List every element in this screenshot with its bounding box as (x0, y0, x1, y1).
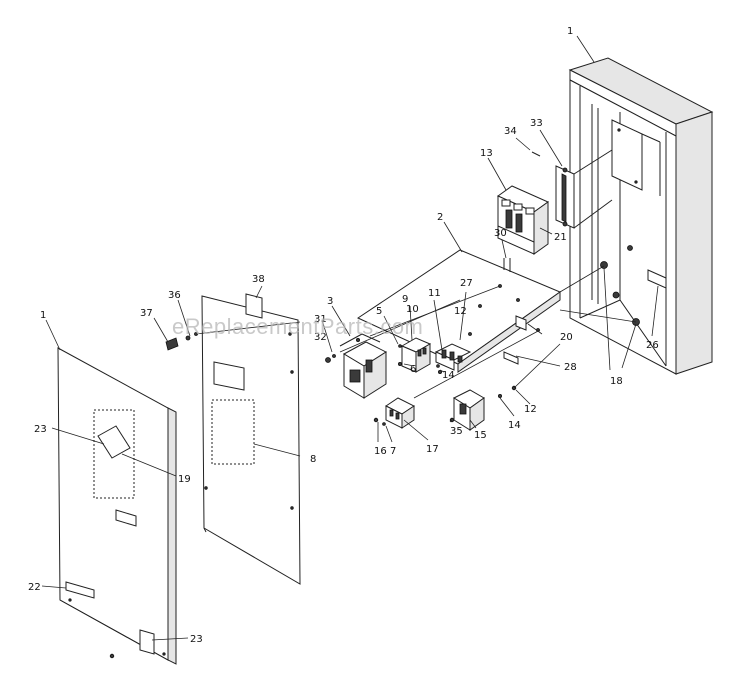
relay-15 (449, 389, 485, 431)
callout-20: 20 (560, 332, 573, 343)
callout-12-lower: 12 (524, 404, 537, 415)
bracket-33 (555, 149, 613, 229)
fasteners (165, 151, 541, 426)
callout-1-door: 1 (40, 310, 46, 321)
callout-19: 19 (178, 474, 191, 485)
callout-36: 36 (168, 290, 181, 301)
callout-18: 18 (610, 376, 623, 387)
callout-37: 37 (140, 308, 153, 319)
callout-30: 30 (494, 228, 507, 239)
callout-17: 17 (426, 444, 439, 455)
callout-26: 26 (646, 340, 659, 351)
callout-13: 13 (480, 148, 493, 159)
callout-9: 9 (402, 294, 408, 305)
leader-lines (41, 35, 659, 641)
callout-27: 27 (460, 278, 473, 289)
callout-8: 8 (310, 454, 316, 465)
callout-11: 11 (428, 288, 441, 299)
callout-10: 10 (406, 304, 419, 315)
callout-14-upper: 14 (442, 370, 455, 381)
callout-6: 6 (410, 364, 416, 375)
callout-12-upper: 12 (454, 306, 467, 317)
enclosure-box (568, 57, 714, 375)
breaker-3 (339, 333, 388, 399)
callout-34: 34 (504, 126, 517, 137)
callout-2: 2 (437, 212, 443, 223)
callout-14-lower: 14 (508, 420, 521, 431)
watermark: eReplacementParts.com (172, 314, 423, 339)
callout-23-upper: 23 (34, 424, 47, 435)
callout-38: 38 (252, 274, 265, 285)
callout-5: 5 (376, 306, 382, 317)
callout-labels: 1 1 2 3 5 6 7 8 9 10 11 12 12 13 14 14 1… (28, 26, 659, 645)
callout-7: 7 (390, 446, 396, 457)
block-17 (385, 397, 415, 429)
callout-23-lower: 23 (190, 634, 203, 645)
callout-31: 31 (314, 314, 327, 325)
callout-3: 3 (327, 296, 333, 307)
callout-22: 22 (28, 582, 41, 593)
contactor-13 (496, 185, 550, 255)
callout-16: 16 (374, 446, 387, 457)
callout-32: 32 (314, 332, 327, 343)
callout-28: 28 (564, 362, 577, 373)
callout-1-enclosure: 1 (567, 26, 573, 37)
callout-33: 33 (530, 118, 543, 129)
callout-35: 35 (450, 426, 463, 437)
panel-8 (201, 293, 301, 585)
callout-21: 21 (554, 232, 567, 243)
callout-15: 15 (474, 430, 487, 441)
door-panel-1 (57, 347, 177, 665)
